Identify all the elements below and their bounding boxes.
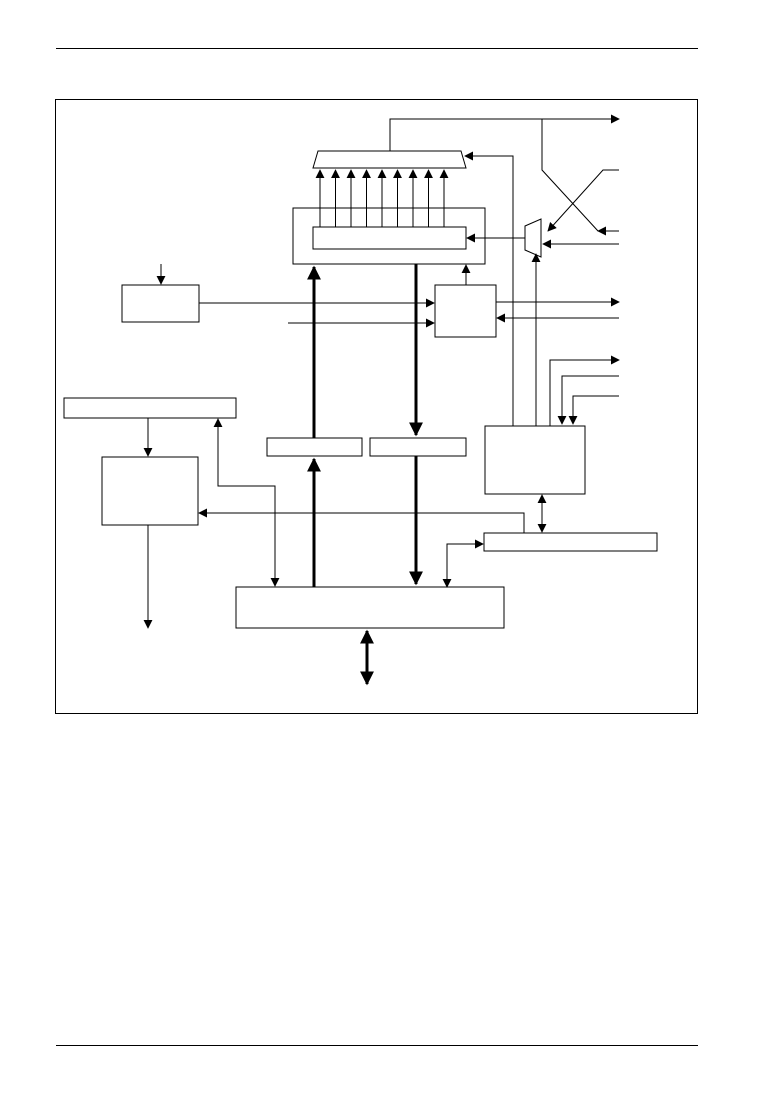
wire-bar-to-interface bbox=[442, 539, 484, 588]
top-register-outer bbox=[292, 207, 486, 265]
center-logic-block bbox=[434, 284, 497, 338]
bit-lines bbox=[315, 169, 449, 227]
mid-right-buffer bbox=[369, 437, 467, 457]
header-rule bbox=[56, 48, 698, 49]
bottom-interface-block bbox=[235, 586, 505, 629]
wire-cross-b bbox=[547, 169, 619, 232]
wire-interface-to-leftbar bbox=[213, 418, 280, 587]
mid-left-buffer bbox=[266, 437, 363, 457]
diagram-frame bbox=[55, 99, 698, 714]
footer-rule bbox=[56, 1045, 698, 1046]
wire-control-in-b bbox=[568, 395, 619, 425]
right-control-block bbox=[484, 425, 586, 495]
top-register-inner bbox=[312, 226, 467, 250]
left-tall-block bbox=[101, 456, 199, 526]
wire-cross-a bbox=[541, 119, 599, 232]
left-bar bbox=[63, 397, 237, 419]
wire-control-to-top-mux bbox=[464, 151, 514, 426]
right-bar bbox=[483, 532, 658, 552]
wire-bar-to-left-block bbox=[198, 508, 525, 533]
wire-control-out bbox=[549, 355, 620, 426]
left-input-block bbox=[121, 284, 200, 323]
wire-control-in-a bbox=[557, 375, 619, 425]
wire-top-loop bbox=[389, 118, 542, 151]
small-mux bbox=[524, 218, 542, 258]
top-mux bbox=[312, 150, 467, 169]
